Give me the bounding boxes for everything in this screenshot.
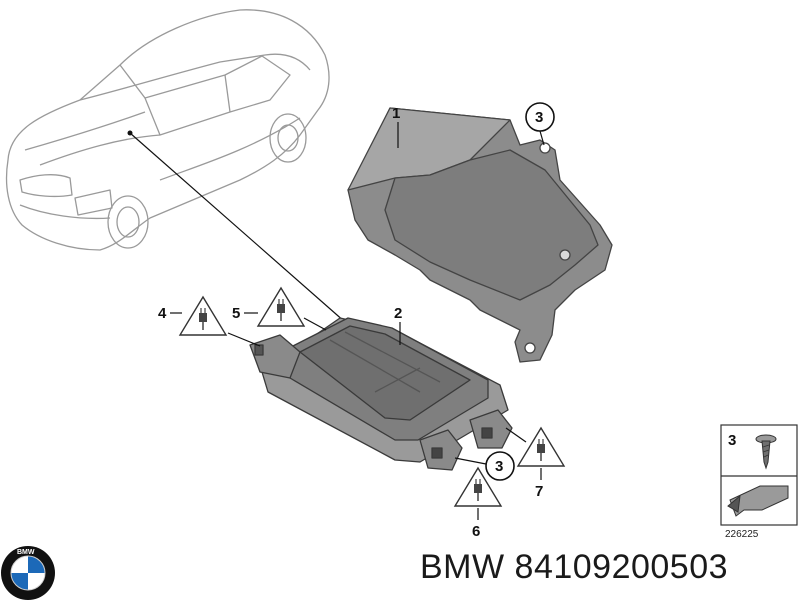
parts-legend: 3 226225 — [720, 424, 798, 540]
warning-triangle-6 — [453, 466, 503, 507]
leader-line-5b — [303, 317, 327, 331]
screw-icon — [755, 434, 777, 470]
callout-3-top: 3 — [525, 102, 555, 146]
vehicle-outline — [5, 9, 330, 251]
control-unit — [249, 317, 513, 471]
diagram-code: 226225 — [725, 529, 759, 540]
warning-triangle-7 — [516, 426, 566, 467]
bmw-logo: BMW — [1, 546, 55, 600]
callout-1: 1 — [392, 105, 400, 122]
warning-triangle-5 — [256, 286, 306, 327]
callout-4: 4 — [158, 305, 167, 322]
location-leader-line — [129, 132, 346, 323]
callout-3-top-label: 3 — [535, 109, 543, 126]
legend-number: 3 — [728, 432, 736, 449]
callout-5: 5 — [232, 305, 240, 322]
callout-6: 6 — [472, 523, 480, 540]
callout-3-bottom: 3 — [454, 451, 515, 481]
callout-2: 2 — [394, 305, 402, 322]
bmw-logo-lettering: BMW — [17, 549, 35, 556]
callout-7: 7 — [535, 483, 543, 500]
callout-3-bottom-label: 3 — [495, 458, 503, 475]
direction-arrow-icon — [727, 485, 789, 517]
bracket — [347, 107, 613, 363]
leader-line-4b — [227, 332, 261, 347]
warning-triangle-4 — [178, 295, 228, 336]
leader-line-7b — [505, 427, 527, 443]
part-number-caption: BMW 84109200503 — [420, 548, 729, 586]
